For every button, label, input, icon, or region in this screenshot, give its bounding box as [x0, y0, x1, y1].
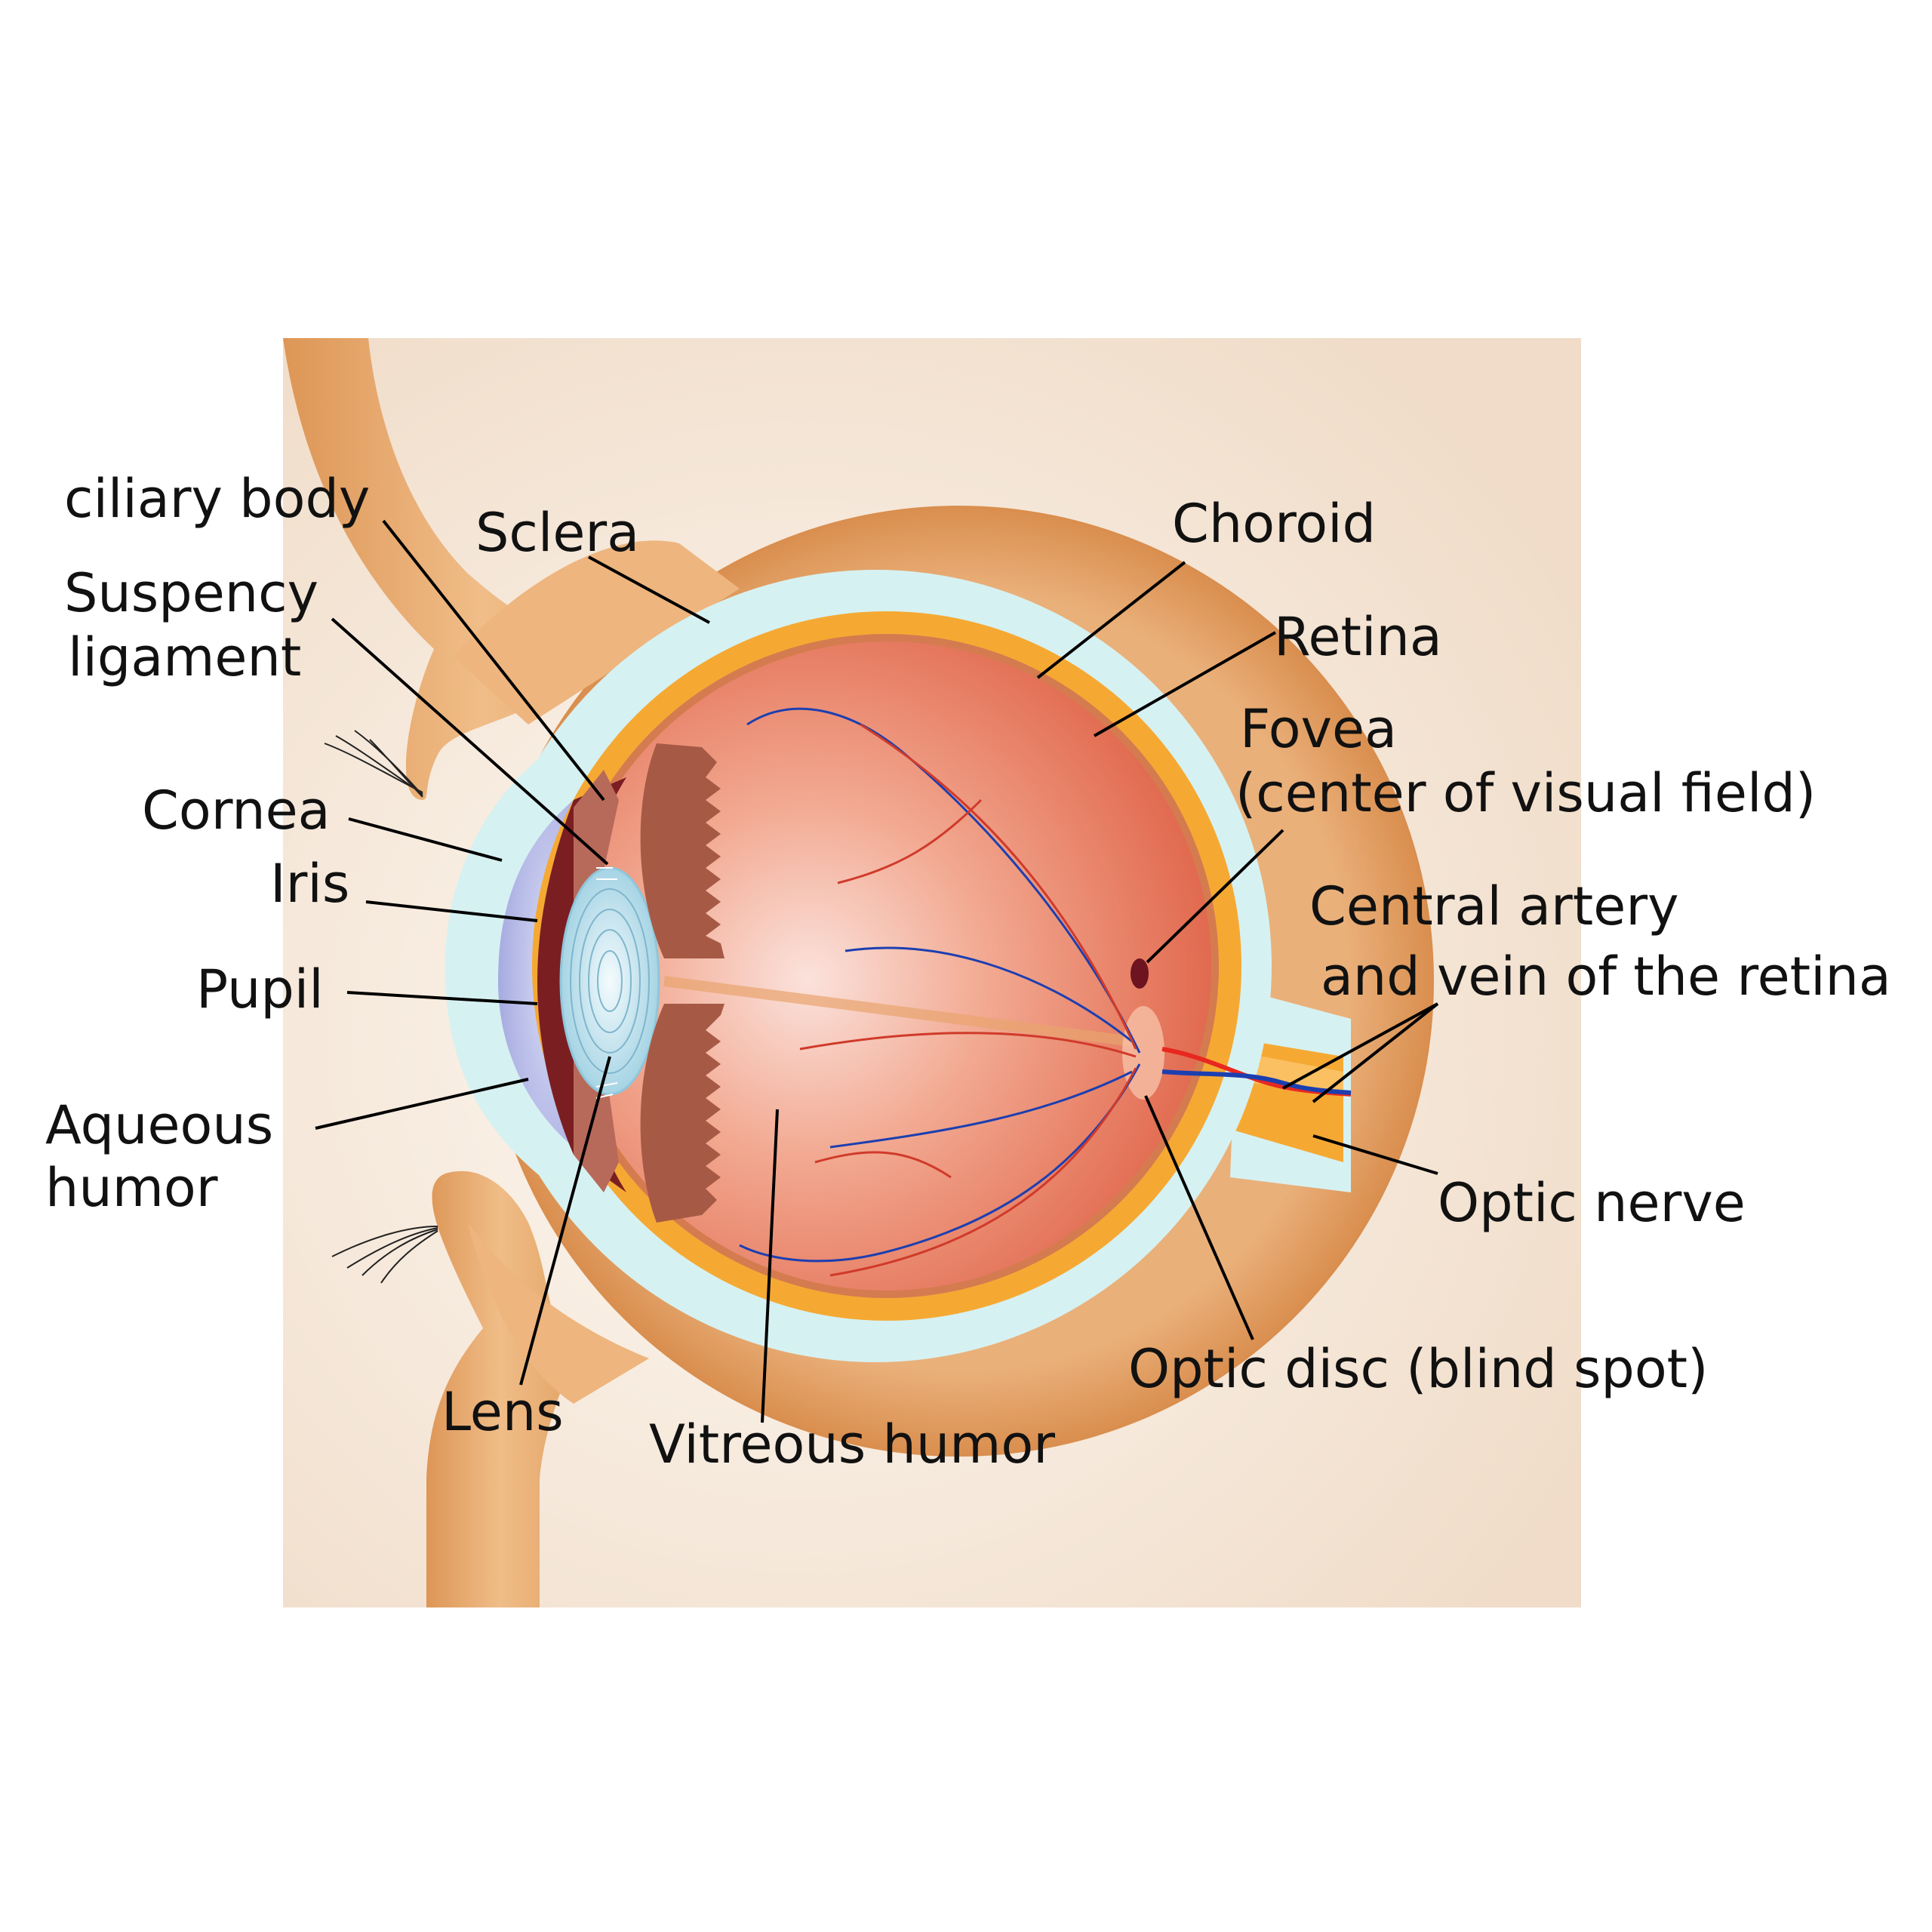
label-central-line1: Central artery — [1309, 875, 1679, 937]
leader-sclera — [588, 555, 710, 624]
leader-pupil — [346, 991, 538, 1005]
leader-central-2 — [1312, 1002, 1439, 1103]
label-aqueous-line2: humor — [45, 1157, 218, 1219]
leader-fovea — [1146, 829, 1284, 964]
label-choroid: Choroid — [1172, 493, 1376, 555]
label-cornea: Cornea — [142, 780, 331, 841]
label-optic-nerve: Optic nerve — [1438, 1172, 1746, 1234]
cornea-layer — [445, 755, 574, 1185]
label-vitreous: Vitreous humor — [649, 1414, 1055, 1475]
lower-eyelashes — [331, 1226, 438, 1284]
label-optic-disc: Optic disc (blind spot) — [1128, 1338, 1708, 1400]
label-fovea-line2: (center of visual field) — [1235, 762, 1816, 824]
orbital-socket-connector-bottom — [468, 1223, 649, 1404]
leader-aqueous — [315, 1078, 529, 1130]
leader-lines — [315, 519, 1439, 1423]
ciliary-process-top — [640, 743, 724, 958]
label-sclera: Sclera — [475, 502, 639, 564]
vitreous-body — [562, 641, 1211, 1291]
leader-central-1 — [1282, 1002, 1438, 1090]
orbital-socket-connector-top — [453, 540, 740, 724]
lower-eyelid-tissue — [426, 1171, 574, 1607]
optic-disc — [1122, 1006, 1164, 1100]
label-ciliary-body: ciliary body — [64, 468, 370, 530]
label-suspency-line1: Suspency — [64, 562, 318, 624]
leader-vitreous — [761, 1109, 779, 1423]
leader-optic-nerve — [1312, 1134, 1438, 1175]
label-retina: Retina — [1274, 606, 1442, 668]
label-suspency-line2: ligament — [68, 626, 301, 688]
leader-cornea — [348, 817, 503, 862]
label-central-line2: and vein of the retina — [1321, 946, 1891, 1008]
upper-eyelid-tissue — [283, 338, 679, 800]
iris — [537, 777, 626, 1192]
label-lens: Lens — [441, 1381, 564, 1443]
fovea — [1131, 958, 1149, 989]
leader-iris — [365, 900, 538, 922]
leader-lens — [519, 1056, 611, 1386]
lens-rings — [570, 888, 650, 1074]
labels: ciliary body Sclera Choroid Suspency lig… — [45, 468, 1891, 1475]
leader-ciliary-body — [382, 519, 605, 801]
label-fovea-line1: Fovea — [1240, 698, 1397, 760]
hyaloid-canal — [663, 976, 1133, 1047]
upper-eyelashes — [324, 730, 423, 798]
label-aqueous-line1: Aqueous — [45, 1094, 273, 1156]
leader-optic-disc — [1144, 1095, 1254, 1340]
leader-retina — [1094, 631, 1276, 737]
label-pupil: Pupil — [196, 958, 324, 1020]
retinal-vessels — [739, 707, 1141, 1277]
leader-choroid — [1036, 561, 1186, 679]
ciliary-process-bottom — [640, 1004, 724, 1223]
label-iris: Iris — [270, 853, 349, 915]
leader-suspency — [331, 617, 609, 866]
